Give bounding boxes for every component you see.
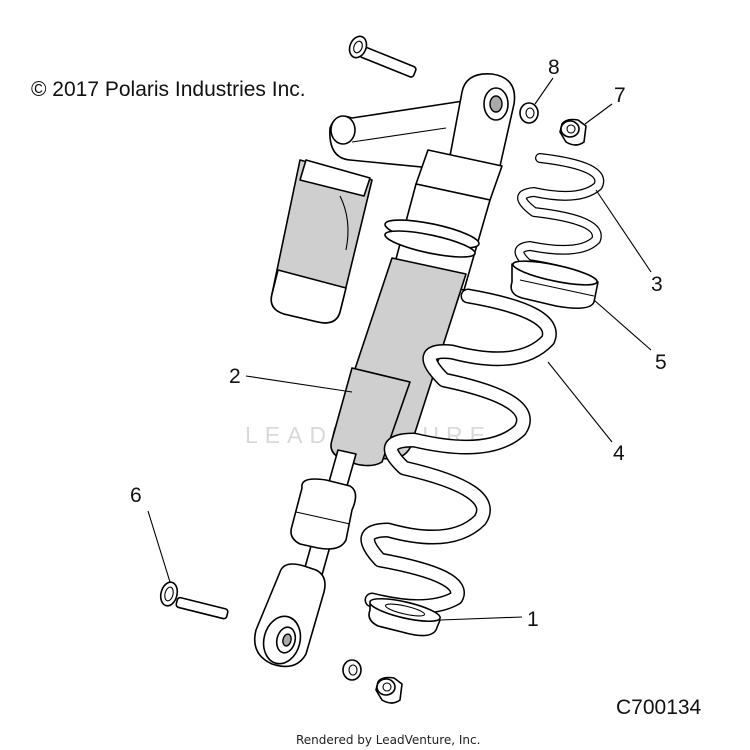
diagram-code: C700134 <box>616 696 702 719</box>
part-6-bolt[interactable] <box>158 580 229 620</box>
part-5-spacer[interactable] <box>510 256 599 310</box>
callout-2[interactable]: 2 <box>229 365 241 388</box>
reservoir <box>270 159 373 324</box>
callout-5[interactable]: 5 <box>655 351 667 374</box>
top-eye <box>449 73 516 167</box>
top-bolt[interactable] <box>346 34 417 78</box>
callout-4[interactable]: 4 <box>613 442 625 465</box>
render-credit: Rendered by LeadVenture, Inc. <box>296 733 480 747</box>
callout-6[interactable]: 6 <box>130 484 142 507</box>
leader-lines <box>147 77 652 621</box>
callout-3[interactable]: 3 <box>651 273 663 296</box>
bottom-washer[interactable] <box>342 659 362 681</box>
callout-1[interactable]: 1 <box>527 608 539 631</box>
part-4-main-spring[interactable] <box>360 288 557 614</box>
part-8-washer[interactable] <box>519 102 539 124</box>
callout-8[interactable]: 8 <box>548 56 560 79</box>
part-7-bushing[interactable] <box>559 118 587 146</box>
callout-7[interactable]: 7 <box>614 84 626 107</box>
part-2-shock-absorber[interactable] <box>253 73 516 668</box>
copyright-text: © 2017 Polaris Industries Inc. <box>31 78 306 101</box>
part-3-tender-spring[interactable] <box>514 153 605 287</box>
part-1-spring-seat[interactable] <box>368 594 442 637</box>
bottom-bushing[interactable] <box>375 676 403 704</box>
